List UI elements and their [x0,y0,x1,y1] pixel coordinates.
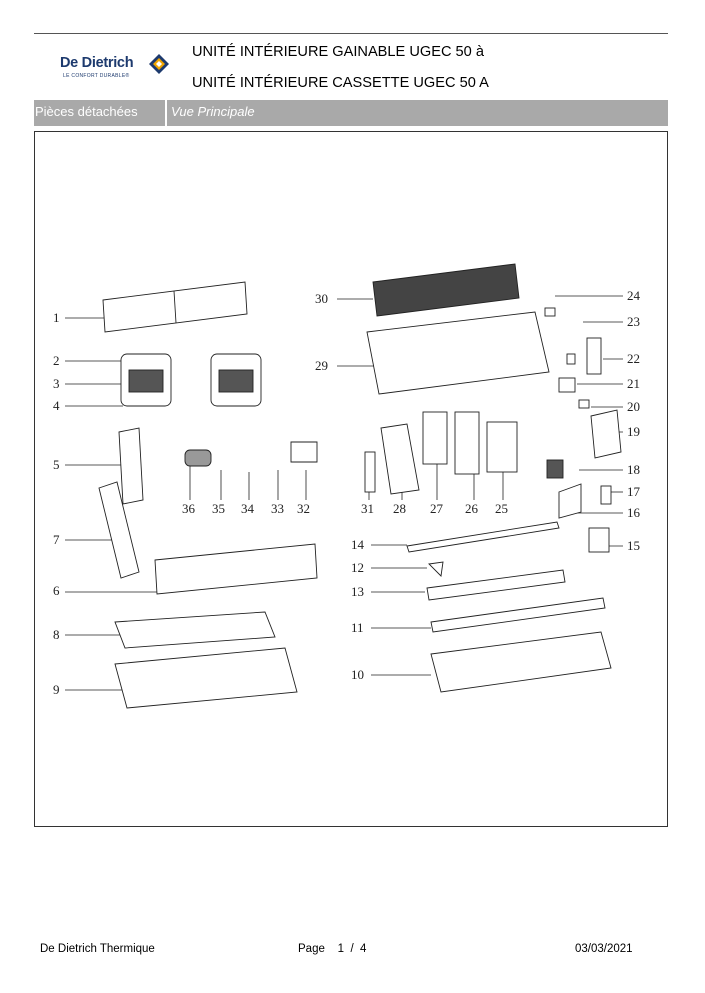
part-label-33: 33 [271,501,284,516]
brand-tagline: LE CONFORT DURABLE® [63,73,130,79]
part-label-6: 6 [53,583,60,598]
page-label: Page [298,943,325,955]
part-label-2: 2 [53,353,60,368]
part-label-27: 27 [430,501,444,516]
part-label-25: 25 [495,501,508,516]
part-label-21: 21 [627,376,640,391]
part-label-22: 22 [627,351,640,366]
part-label-29: 29 [315,358,328,373]
footer-page-indicator: Page 1 / 4 [298,943,366,955]
part-label-14: 14 [351,537,365,552]
part-label-11: 11 [351,620,364,635]
document-title-line-1: UNITÉ INTÉRIEURE GAINABLE UGEC 50 à [192,44,484,60]
footer-date: 03/03/2021 [575,943,633,955]
part-label-3: 3 [53,376,60,391]
part-label-36: 36 [182,501,196,516]
part-label-1: 1 [53,310,60,325]
part-label-8: 8 [53,627,60,642]
part-label-9: 9 [53,682,60,697]
part-label-15: 15 [627,538,640,553]
part-label-31: 31 [361,501,374,516]
part-label-19: 19 [627,424,640,439]
part-label-4: 4 [53,398,60,413]
section-label: Pièces détachées [35,104,138,119]
section-bar-divider [165,100,167,126]
part-label-28: 28 [393,501,406,516]
page-current: 1 [337,943,345,955]
part-label-17: 17 [627,484,641,499]
part-label-24: 24 [627,288,641,303]
part-label-20: 20 [627,399,640,414]
part-label-35: 35 [212,501,225,516]
part-label-10: 10 [351,667,364,682]
part-label-34: 34 [241,501,255,516]
part-label-26: 26 [465,501,479,516]
brand-name: De Dietrich [60,55,134,71]
part-label-7: 7 [53,532,60,547]
part-label-16: 16 [627,505,641,520]
document-title-line-2: UNITÉ INTÉRIEURE CASSETTE UGEC 50 A [192,75,489,91]
part-label-18: 18 [627,462,640,477]
footer-company: De Dietrich Thermique [40,943,155,955]
part-label-30: 30 [315,291,328,306]
page-separator: / [350,943,354,955]
part-label-12: 12 [351,560,364,575]
part-label-13: 13 [351,584,364,599]
exploded-view-diagram: 1 2 3 4 5 6 7 8 9 10 11 12 13 14 15 16 1… [53,263,641,709]
section-bar: Pièces détachées Vue Principale [34,100,668,126]
part-label-23: 23 [627,314,640,329]
view-label: Vue Principale [171,104,255,119]
part-label-32: 32 [297,501,310,516]
section-label-cell: Pièces détachées [34,100,165,126]
header-rule [34,33,668,34]
logo-diamond-icon [149,54,169,74]
exploded-view-frame: 1 2 3 4 5 6 7 8 9 10 11 12 13 14 15 16 1… [34,131,668,827]
part-label-5: 5 [53,457,60,472]
page-total: 4 [360,943,367,955]
de-dietrich-logo: De Dietrich LE CONFORT DURABLE® [60,52,170,82]
